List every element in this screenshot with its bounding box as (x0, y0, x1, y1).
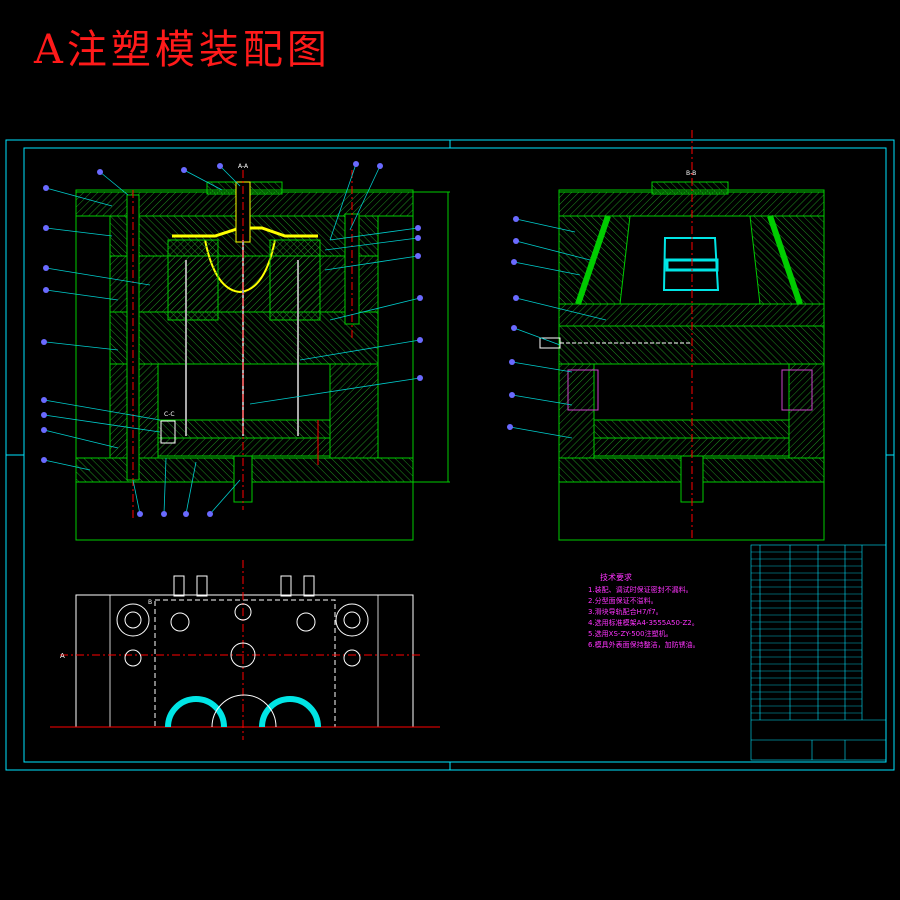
tech-note-3: 3.滑块导轨配合H7/f7。 (588, 608, 663, 616)
tech-note-5: 5.选用XS-ZY-500注塑机。 (588, 630, 673, 638)
tech-note-2: 2.分型面保证不溢料。 (588, 597, 658, 605)
section-mark-a: A-A (238, 163, 249, 170)
tech-note-4: 4.选用标准模架A4-3555A50-Z2。 (588, 619, 699, 627)
plan-mark-a: A (60, 652, 65, 660)
tech-note-6: 6.模具外表面保持整洁，加防锈油。 (588, 641, 700, 649)
tech-notes: 技术要求 1.装配、调试时保证密封不漏料。 2.分型面保证不溢料。 3.滑块导轨… (588, 572, 700, 651)
tech-notes-heading: 技术要求 (600, 573, 632, 582)
plan-mark-b: B (148, 599, 152, 606)
section-mark-b: B-B (686, 170, 696, 177)
tech-note-1: 1.装配、调试时保证密封不漏料。 (588, 586, 693, 594)
title-block (750, 544, 887, 761)
main-section-view: C-C A-A (41, 161, 450, 541)
page-title: A注塑模装配图 (34, 27, 331, 73)
title-block-rows (751, 551, 862, 714)
section-mark-c: C-C (164, 411, 175, 418)
plan-view: A B (50, 560, 440, 740)
side-section-view: B-B (507, 130, 825, 541)
